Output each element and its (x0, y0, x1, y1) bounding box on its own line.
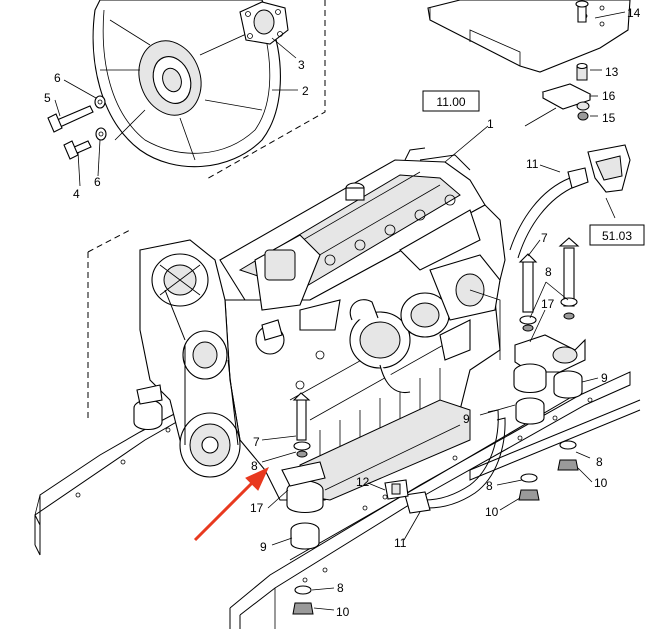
callout-1: 1 (487, 117, 494, 131)
callout-3: 3 (298, 58, 305, 72)
callout-10: 10 (336, 605, 350, 619)
fan-hub (239, 1, 289, 45)
oil-hose (384, 144, 631, 514)
mount-bolts-front (292, 392, 314, 615)
callout-8: 8 (486, 479, 493, 493)
callout-8: 8 (251, 459, 258, 473)
callout-7: 7 (541, 231, 548, 245)
leader-lines (54, 11, 626, 611)
engine-block (139, 147, 506, 501)
support-bracket (427, 0, 631, 73)
reference-label: 51.03 (602, 229, 632, 243)
callout-14: 14 (627, 6, 641, 20)
callout-11: 11 (526, 157, 539, 171)
callout-10: 10 (485, 505, 499, 519)
reference-box-11-00[interactable]: 11.00 (422, 90, 480, 112)
callout-17: 17 (541, 297, 555, 311)
assembly-outline (87, 0, 326, 420)
callout-8: 8 (545, 265, 552, 279)
callout-11: 11 (394, 536, 407, 550)
cooling-fan (92, 0, 281, 168)
callout-6: 6 (94, 175, 101, 189)
callout-6: 6 (54, 71, 61, 85)
callout-8: 8 (596, 455, 603, 469)
mount-bolts-rear (518, 237, 580, 501)
callout-15: 15 (602, 111, 616, 125)
indicator-arrow (193, 466, 270, 542)
callout-12: 12 (356, 475, 370, 489)
callout-labels: 1 2 3 4 5 6 6 7 7 8 8 8 8 8 9 9 9 10 10 … (44, 6, 641, 619)
mount-pad (541, 62, 592, 121)
callout-5: 5 (44, 91, 51, 105)
callout-4: 4 (73, 187, 80, 201)
callout-2: 2 (302, 84, 309, 98)
callout-13: 13 (605, 65, 619, 79)
callout-9: 9 (260, 540, 267, 554)
front-engine-mount (133, 384, 326, 550)
reference-box-51-03[interactable]: 51.03 (589, 224, 645, 246)
reference-label: 11.00 (436, 95, 465, 109)
callout-9: 9 (463, 412, 470, 426)
rear-engine-mount (513, 334, 586, 425)
callout-10: 10 (594, 476, 608, 490)
callout-7: 7 (253, 435, 260, 449)
callout-17: 17 (250, 501, 264, 515)
callout-16: 16 (602, 89, 616, 103)
callout-9: 9 (601, 371, 608, 385)
callout-8: 8 (337, 581, 344, 595)
